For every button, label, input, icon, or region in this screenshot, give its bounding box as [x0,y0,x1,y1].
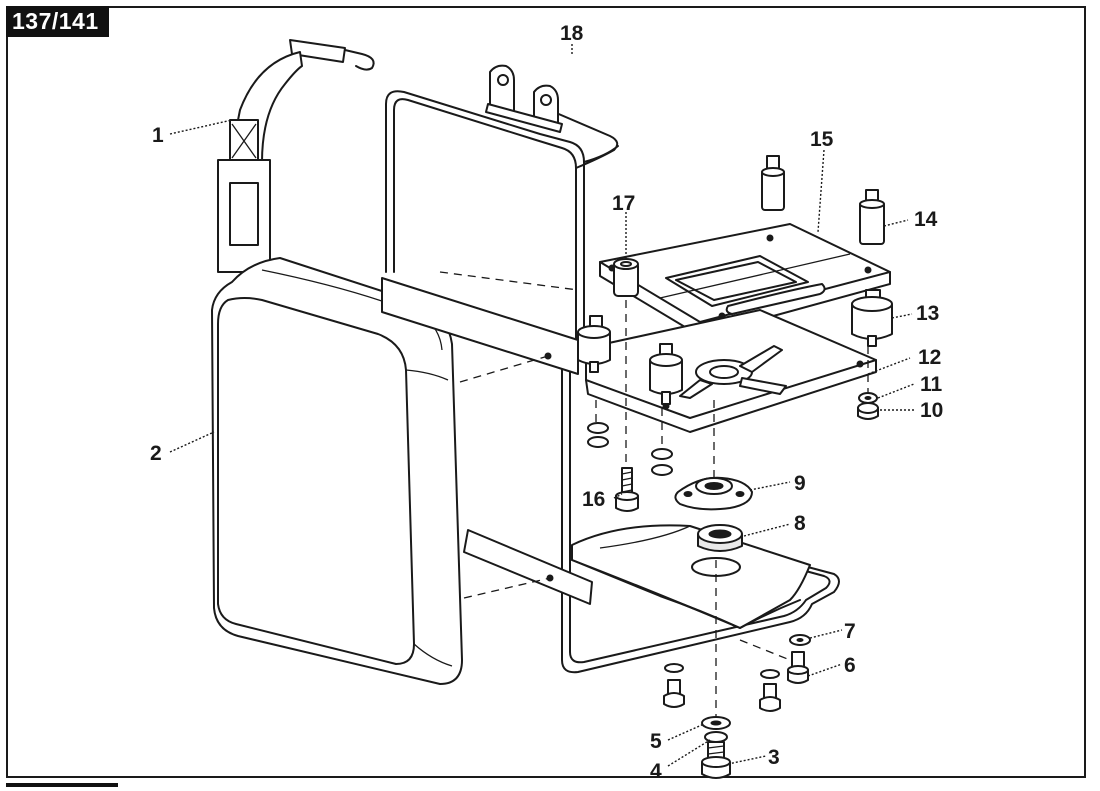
bolt-part-3 [701,741,731,779]
callout-17: 17 [612,192,635,215]
assembly-lines [439,271,869,716]
bolt-bottom-left [663,663,685,708]
callout-12: 12 [918,346,941,369]
tube-frame-part-18 [385,64,840,674]
strap-part-1 [217,39,375,273]
callout-3: 3 [768,746,780,769]
flange-bearing-part-9 [674,476,753,511]
bottom-rule [6,783,118,787]
spacer-top [761,155,785,211]
nut-part-10 [857,402,879,420]
lower-mounting-plate-part-12 [585,309,877,433]
callout-labels: 1 2 3 4 5 6 7 8 9 10 11 12 13 14 15 16 1… [150,22,943,783]
callout-4: 4 [650,760,662,783]
bushing-part-8 [697,524,743,552]
spacer-part-17 [613,258,639,297]
page-number-tag: 137/141 [6,6,109,37]
bolt-part-16 [615,467,639,512]
callout-8: 8 [794,512,806,535]
seat-cushion-part-2 [211,257,463,685]
washer-part-11 [858,392,878,404]
lower-support-strip [463,529,593,605]
washer-stack-left [587,422,673,476]
callout-6: 6 [844,654,856,677]
lower-seat-plate [571,524,811,629]
callout-15: 15 [810,128,834,151]
rubber-mount-part-13 [851,289,893,347]
callout-9: 9 [794,472,806,495]
callout-13: 13 [916,302,939,325]
callout-10: 10 [920,399,943,422]
callout-7: 7 [844,620,856,643]
bolt-bottom-centre [759,669,781,712]
bolt-part-6 [787,651,809,684]
callout-5: 5 [650,730,662,753]
rubber-mount-centre [649,343,683,405]
lock-washer-part-4 [704,731,728,743]
washer-part-5 [701,716,731,730]
rubber-mount-left [577,315,611,373]
upper-mounting-plate-part-15 [599,223,891,337]
callout-16: 16 [582,488,605,511]
washer-part-7 [789,634,811,646]
callout-18: 18 [560,22,584,45]
callout-1: 1 [152,124,164,147]
diagram-frame [6,6,1086,778]
callout-14: 14 [914,208,938,231]
leader-lines [169,44,915,767]
callout-2: 2 [150,442,162,465]
spacer-part-14 [859,189,885,245]
callout-11: 11 [920,373,943,396]
